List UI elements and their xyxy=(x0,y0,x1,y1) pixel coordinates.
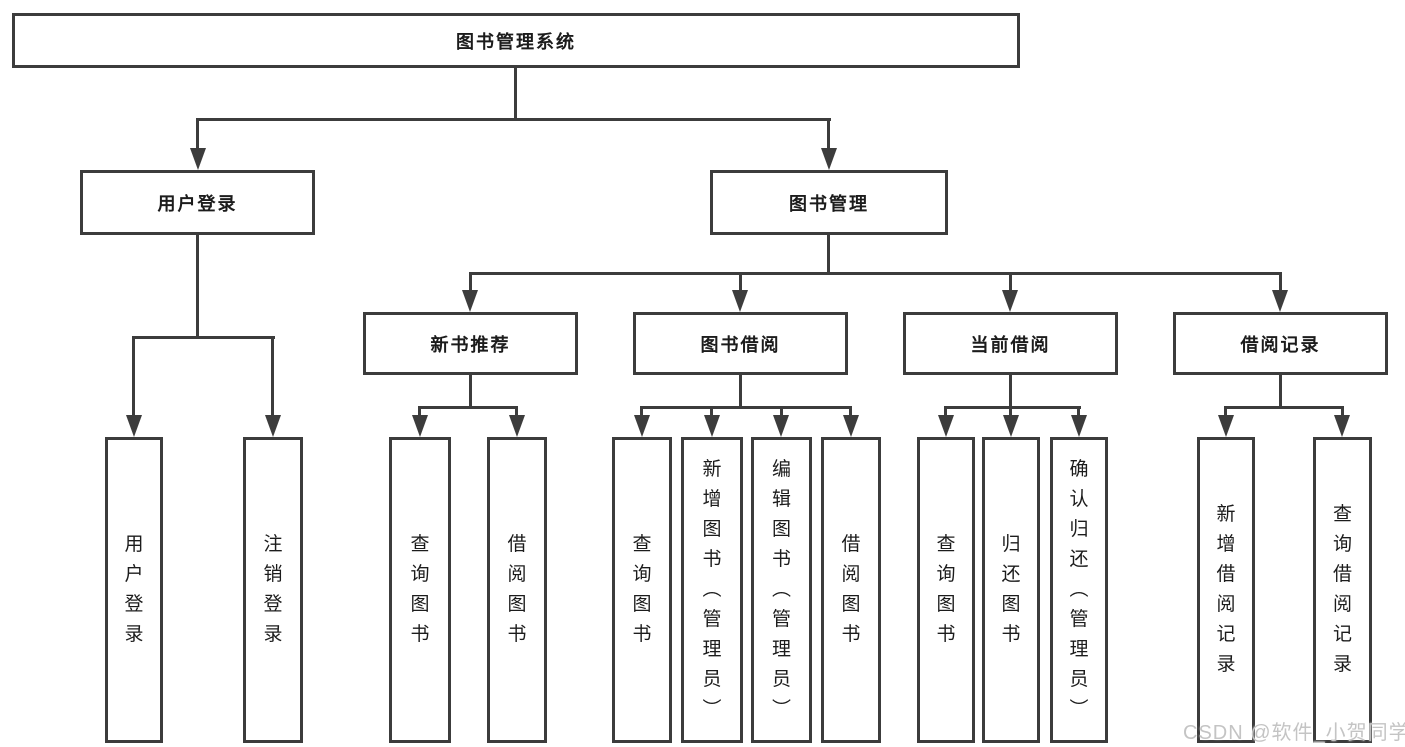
leaf-borrow-book-recommend: 借阅图书 xyxy=(487,437,547,743)
arrow-down xyxy=(634,415,650,437)
node-label: 新增借阅记录 xyxy=(1216,504,1236,675)
connector-segment xyxy=(944,406,1081,409)
connector-segment xyxy=(1009,406,1012,418)
connector-segment xyxy=(514,68,517,121)
node-label: 用户登录 xyxy=(124,534,144,645)
node-label: 新书推荐 xyxy=(430,334,511,355)
connector-segment xyxy=(1279,375,1282,409)
arrow-down xyxy=(1218,415,1234,437)
leaf-borrow-book: 借阅图书 xyxy=(821,437,881,743)
arrow-down xyxy=(190,148,206,170)
connector-segment xyxy=(1009,375,1012,409)
leaf-search-book-current: 查询图书 xyxy=(917,437,975,743)
node-label: 图书管理 xyxy=(789,193,869,214)
connector-segment xyxy=(132,336,275,339)
arrow-down xyxy=(412,415,428,437)
node-new-book-recommend: 新书推荐 xyxy=(363,312,578,375)
connector-segment xyxy=(1224,406,1344,409)
arrow-down xyxy=(773,415,789,437)
node-label: 借阅图书 xyxy=(507,534,527,645)
connector-segment xyxy=(827,235,830,275)
leaf-search-book-recommend: 查询图书 xyxy=(389,437,451,743)
connector-segment xyxy=(515,406,518,418)
node-user-login: 用户登录 xyxy=(80,170,315,235)
connector-segment xyxy=(469,272,1282,275)
connector-segment xyxy=(1077,406,1080,418)
node-label: 图书借阅 xyxy=(700,334,781,355)
node-current-borrow: 当前借阅 xyxy=(903,312,1118,375)
node-label: 查询借阅记录 xyxy=(1332,504,1352,675)
node-label: 当前借阅 xyxy=(970,334,1051,355)
leaf-user-login: 用户登录 xyxy=(105,437,163,743)
connector-segment xyxy=(196,235,199,339)
leaf-edit-book-admin: 编辑图书︵管理员︶ xyxy=(751,437,812,743)
connector-segment xyxy=(1279,272,1282,292)
arrow-down xyxy=(1272,290,1288,312)
leaf-add-book-admin: 新增图书︵管理员︶ xyxy=(681,437,743,743)
connector-segment xyxy=(1009,272,1012,292)
connector-segment xyxy=(739,272,742,292)
arrow-down xyxy=(843,415,859,437)
arrow-down xyxy=(821,148,837,170)
arrow-down xyxy=(1003,415,1019,437)
node-book-borrow: 图书借阅 xyxy=(633,312,848,375)
connector-segment xyxy=(1341,406,1344,418)
csdn-watermark: CSDN @软件_小贺同学 xyxy=(1183,722,1405,744)
leaf-return-book: 归还图书 xyxy=(982,437,1040,743)
node-label: 用户登录 xyxy=(157,193,238,214)
arrow-down xyxy=(462,290,478,312)
arrow-down xyxy=(704,415,720,437)
leaf-confirm-return-admin: 确认归还︵管理员︶ xyxy=(1050,437,1108,743)
connector-segment xyxy=(271,336,274,415)
arrow-down xyxy=(938,415,954,437)
leaf-add-borrow-record: 新增借阅记录 xyxy=(1197,437,1255,743)
connector-segment xyxy=(418,406,421,418)
arrow-down xyxy=(265,415,281,437)
node-label: 借阅记录 xyxy=(1240,334,1321,355)
connector-segment xyxy=(418,406,518,409)
arrow-down xyxy=(1002,290,1018,312)
node-label: 借阅图书 xyxy=(841,534,861,645)
node-label: 编辑图书︵管理员︶ xyxy=(771,459,791,720)
node-label: 确认归还︵管理员︶ xyxy=(1069,459,1089,720)
connector-segment xyxy=(1224,406,1227,418)
connector-segment xyxy=(640,406,852,409)
leaf-search-book-borrow: 查询图书 xyxy=(612,437,672,743)
connector-segment xyxy=(469,375,472,409)
node-label: 归还图书 xyxy=(1001,534,1021,645)
connector-segment xyxy=(132,336,135,415)
connector-segment xyxy=(827,118,830,150)
node-label: 新增图书︵管理员︶ xyxy=(702,459,722,720)
node-label: 查询图书 xyxy=(936,534,956,645)
node-label: 注销登录 xyxy=(263,534,283,645)
connector-segment xyxy=(849,406,852,418)
connector-segment xyxy=(780,406,783,418)
leaf-logout: 注销登录 xyxy=(243,437,303,743)
node-root-system: 图书管理系统 xyxy=(12,13,1020,68)
connector-segment xyxy=(739,375,742,409)
connector-segment xyxy=(640,406,643,418)
connector-segment xyxy=(469,272,472,292)
leaf-search-borrow-record: 查询借阅记录 xyxy=(1313,437,1372,743)
node-label: 图书管理系统 xyxy=(456,31,576,52)
node-borrow-record: 借阅记录 xyxy=(1173,312,1388,375)
node-label: 查询图书 xyxy=(410,534,430,645)
node-label: 查询图书 xyxy=(632,534,652,645)
arrow-down xyxy=(732,290,748,312)
connector-segment xyxy=(944,406,947,418)
arrow-down xyxy=(1071,415,1087,437)
connector-segment xyxy=(196,118,199,150)
connector-segment xyxy=(196,118,831,121)
arrow-down xyxy=(509,415,525,437)
arrow-down xyxy=(126,415,142,437)
connector-segment xyxy=(710,406,713,418)
arrow-down xyxy=(1334,415,1350,437)
node-book-management: 图书管理 xyxy=(710,170,948,235)
